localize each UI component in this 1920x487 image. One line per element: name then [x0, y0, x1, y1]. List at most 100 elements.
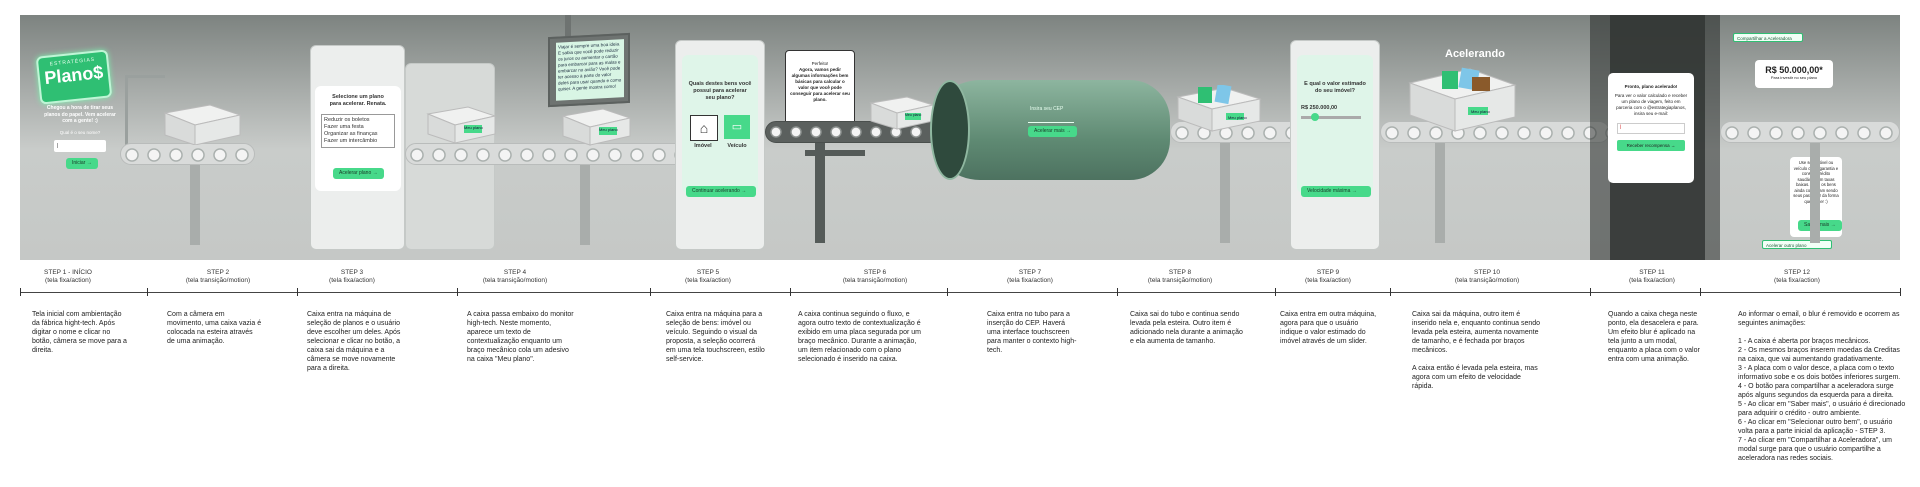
- start-button[interactable]: Iniciar →: [66, 158, 98, 169]
- step-caption-text: Ao informar o email, o blur é removido e…: [1738, 311, 1900, 327]
- step-title: STEP 2: [206, 269, 230, 276]
- timeline-tick: [297, 288, 298, 296]
- step-caption-text: Quando a caixa chega neste ponto, ela de…: [1608, 311, 1700, 363]
- step-caption-text: Caixa sai do tubo e continua sendo levad…: [1130, 311, 1243, 345]
- accelerate-plan-label: Acelerar plano: [339, 170, 372, 176]
- step-caption: A caixa continua seguindo o fluxo, e ago…: [798, 310, 923, 364]
- continue-button[interactable]: Continuar acelerando →: [686, 186, 756, 197]
- amount-sign: R$ 50.000,00* Para investir no seu plano: [1755, 60, 1833, 88]
- step-caption-list-item: 3 - A placa com o valor desce, a placa c…: [1738, 365, 1901, 381]
- plan-option[interactable]: Reduzir os boletos: [324, 117, 370, 123]
- accelerate-other-button[interactable]: Acelerar outro plano: [1762, 240, 1832, 249]
- timeline-tick: [1117, 288, 1118, 296]
- step-header: STEP 1 - INÍCIO(tela fixa/action): [18, 269, 118, 285]
- timeline-tick: [1390, 288, 1391, 296]
- value-slider[interactable]: [1301, 113, 1361, 121]
- box-sticker-label: Meu plano: [464, 125, 483, 130]
- step-subtitle: (tela transição/motion): [185, 277, 251, 284]
- step-header: STEP 4(tela transição/motion): [465, 269, 565, 285]
- step-header: STEP 6(tela transição/motion): [825, 269, 925, 285]
- step-subtitle: (tela transição/motion): [482, 277, 548, 284]
- step-subtitle: (tela fixa/action): [1774, 277, 1820, 284]
- cep-tube: Insira seu CEP Acelerar mais →: [930, 80, 1170, 180]
- box-with-sticker: [426, 106, 497, 144]
- plan-option[interactable]: Fazer um intercâmbio: [324, 138, 378, 144]
- step-title: STEP 3: [340, 269, 364, 276]
- step-header: STEP 3(tela fixa/action): [302, 269, 402, 285]
- step-subtitle: (tela fixa/action): [45, 277, 91, 284]
- box-sticker-label: Meu plano: [1471, 109, 1490, 114]
- cep-input[interactable]: [1028, 114, 1074, 123]
- step-title: STEP 10: [1474, 269, 1500, 276]
- step-caption-list-item: 1 - A caixa é aberta por braços mecânico…: [1738, 338, 1871, 345]
- step-caption: Tela inicial com ambientação da fábrica …: [32, 310, 127, 355]
- option-property-label: Imóvel: [694, 143, 712, 149]
- timeline-tick: [1590, 288, 1591, 296]
- value-question: E qual o valor estimado do seu imóvel?: [1304, 81, 1366, 94]
- name-input[interactable]: |: [54, 140, 106, 152]
- step-caption: Quando a caixa chega neste ponto, ela de…: [1608, 310, 1703, 364]
- belt-leg: [1435, 143, 1445, 243]
- slider-thumb[interactable]: [1311, 113, 1319, 121]
- ceiling-pipe: [565, 15, 571, 45]
- name-label: Qual é o seu nome?: [59, 130, 101, 135]
- option-property[interactable]: ⌂: [690, 115, 718, 141]
- step-caption-text: Caixa entra na máquina para a seleção de…: [666, 311, 765, 363]
- step-header: STEP 9(tela fixa/action): [1278, 269, 1378, 285]
- step-title: STEP 8: [1168, 269, 1192, 276]
- crane-post: [125, 75, 128, 145]
- timeline-tick: [147, 288, 148, 296]
- belt-leg: [190, 165, 200, 245]
- step-caption-text: Com a câmera em movimento, uma caixa vaz…: [167, 311, 262, 345]
- value-slider-machine: E qual o valor estimado do seu imóvel? R…: [1290, 40, 1380, 250]
- accelerate-more-button[interactable]: Acelerar mais →: [1028, 126, 1077, 137]
- step-subtitle: (tela fixa/action): [1629, 277, 1675, 284]
- context-card-text: Agora, vamos pedir algumas informações b…: [790, 67, 850, 102]
- step-caption: Caixa sai da máquina, outro item é inser…: [1412, 310, 1542, 391]
- asset-selection-screen: Quais destes bens você possui para acele…: [682, 55, 758, 193]
- email-input[interactable]: |: [1617, 123, 1685, 134]
- amount-value: R$ 50.000,00*: [1765, 65, 1823, 75]
- step-caption-list-item: 2 - Os mesmos braços inserem moedas da C…: [1738, 347, 1900, 363]
- plan-option[interactable]: Fazer uma festa: [324, 124, 364, 130]
- email-modal-title: Pronto, plano acelerado!: [1624, 84, 1678, 89]
- conveyor-belt-1: [120, 143, 255, 165]
- tube-opening: [930, 80, 970, 180]
- box-sticker-label: Meu plano: [905, 113, 922, 117]
- timeline-tick: [650, 288, 651, 296]
- step-title: STEP 12: [1784, 269, 1810, 276]
- step-caption: Caixa entra na máquina para a seleção de…: [666, 310, 766, 364]
- share-link-label: Compartilhar a Aceleradora: [1737, 36, 1792, 41]
- step-subtitle: (tela transição/motion): [842, 277, 908, 284]
- timeline-tick: [1275, 288, 1276, 296]
- monitor-text: Viajar é sempre uma boa ideia. E sabia q…: [556, 39, 624, 101]
- step-caption: A caixa passa embaixo do monitor high-te…: [467, 310, 577, 364]
- timeline-tick: [947, 288, 948, 296]
- accelerate-more-label: Acelerar mais: [1034, 128, 1065, 134]
- step-caption: Caixa entra no tubo para a inserção do C…: [987, 310, 1077, 355]
- plan-option[interactable]: Organizar as finanças: [324, 131, 378, 137]
- step-caption-list: 1 - A caixa é aberta por braços mecânico…: [1738, 337, 1906, 463]
- intro-text: Chegou a hora de tirar seus planos do pa…: [44, 105, 116, 124]
- step-title: STEP 5: [696, 269, 720, 276]
- asset-selection-machine: Quais destes bens você possui para acele…: [675, 40, 765, 250]
- receive-reward-button[interactable]: Receber recompensa →: [1617, 140, 1685, 151]
- timeline-tick: [1900, 288, 1901, 296]
- step-title: STEP 11: [1639, 269, 1665, 276]
- max-speed-button[interactable]: Velocidade máxima →: [1301, 186, 1371, 197]
- step-header: STEP 11(tela fixa/action): [1602, 269, 1702, 285]
- plan-selection-machine: Selecione um plano para acelerar. Renata…: [310, 45, 405, 250]
- step-caption: Caixa entra na máquina de seleção de pla…: [307, 310, 402, 373]
- box-sticker-label: Meu plano: [599, 127, 618, 132]
- share-link-button[interactable]: Compartilhar a Aceleradora: [1733, 33, 1803, 42]
- conveyor-belt-2: [405, 143, 695, 165]
- factory-scene: ESTRATÉGIAS Plano$ Chegou a hora de tira…: [20, 15, 1900, 260]
- accelerate-plan-button[interactable]: Acelerar plano →: [333, 168, 384, 179]
- step-header: STEP 5(tela fixa/action): [658, 269, 758, 285]
- step-caption-text: Caixa sai da máquina, outro item é inser…: [1412, 311, 1541, 354]
- belt-brace: [805, 150, 865, 156]
- option-vehicle[interactable]: ▭: [724, 115, 750, 139]
- step-header: STEP 2(tela transição/motion): [168, 269, 268, 285]
- belt-leg: [815, 143, 825, 243]
- accelerating-title: Acelerando: [1445, 48, 1505, 60]
